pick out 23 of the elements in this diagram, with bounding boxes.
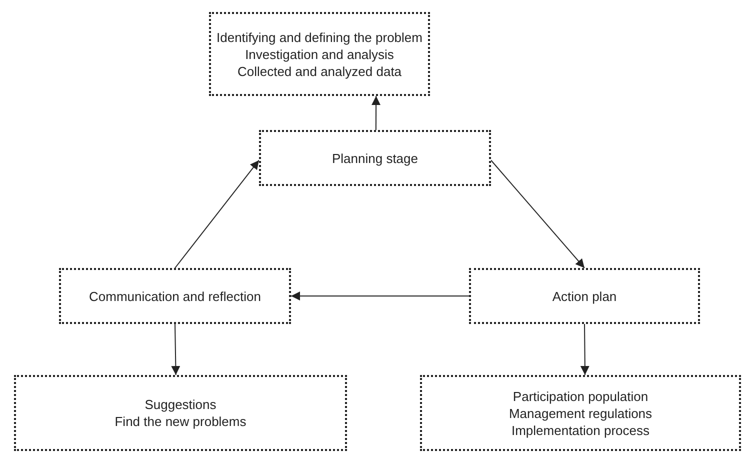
process-box — [420, 375, 741, 451]
arrow — [490, 160, 585, 268]
node-text: Find the new problems — [114, 413, 246, 430]
arrow — [372, 96, 381, 130]
process-box — [259, 130, 491, 186]
node-text: Planning stage — [332, 150, 418, 166]
process-box — [14, 375, 347, 451]
arrow — [290, 292, 470, 300]
node-text: Action plan — [552, 288, 617, 304]
node-text: Suggestions — [144, 396, 216, 413]
node-text: Participation population — [512, 388, 648, 404]
arrow — [174, 160, 260, 268]
process-box — [469, 268, 700, 324]
arrow — [580, 324, 590, 376]
node-text: Implementation process — [511, 422, 650, 438]
node-text: Identifying and defining the problem — [216, 28, 422, 46]
arrow — [171, 324, 180, 376]
process-box — [59, 268, 291, 324]
node-text: Management regulations — [508, 404, 652, 422]
node-text: Communication and reflection — [89, 288, 261, 304]
process-box — [209, 12, 430, 96]
node-text: Collected and analyzed data — [237, 62, 402, 80]
node-text: Investigation and analysis — [245, 46, 394, 62]
